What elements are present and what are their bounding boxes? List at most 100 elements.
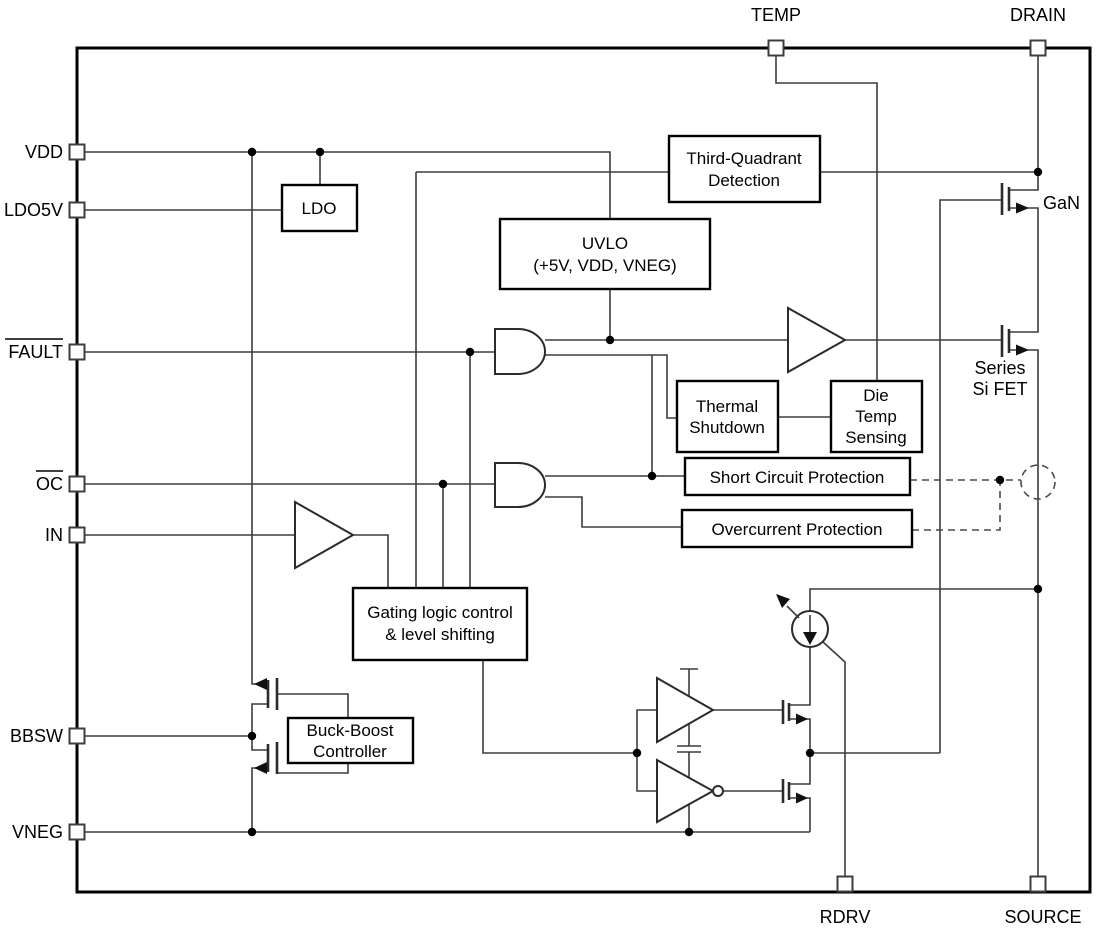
current-sense-circle — [1020, 464, 1056, 500]
wire-fault-gate-out2 — [545, 354, 677, 419]
current-source-adjust-line — [786, 605, 800, 619]
wire-gan-gate — [939, 199, 1002, 753]
current-source-adjust-arrow-icon — [776, 594, 790, 608]
pin-drain — [1029, 39, 1047, 57]
wire-current-source-bottom — [789, 647, 811, 706]
third-quadrant-label-1: Third-Quadrant — [686, 149, 802, 168]
overcurrent-label: Overcurrent Protection — [711, 520, 882, 539]
wire-lower-nmos-drain — [789, 753, 811, 785]
gan-label: GaN — [1043, 193, 1080, 213]
wire-rdrv — [822, 641, 846, 884]
pins — [68, 39, 1047, 893]
series-si-fet-symbol — [1000, 325, 1011, 357]
thermal-shutdown-label-2: Shutdown — [689, 418, 765, 437]
third-quadrant-label-2: Detection — [708, 171, 780, 190]
lower-nmos-symbol — [781, 779, 791, 803]
die-temp-label-3: Sensing — [845, 428, 906, 447]
gan-source-arrow-icon — [1016, 202, 1029, 214]
junction-dots — [247, 147, 1043, 837]
wires — [85, 56, 1039, 884]
wire-gan-drain-lead — [1009, 172, 1039, 191]
wire-upper-nmos-source — [789, 718, 811, 753]
wire-upper-tri-supply — [680, 668, 698, 696]
junction-dot-dashed-node — [995, 475, 1005, 485]
wire-buckboost-low — [251, 767, 268, 832]
uvlo-label-2: (+5V, VDD, VNEG) — [533, 256, 676, 275]
third-quadrant-block — [667, 134, 822, 204]
junction-dot — [438, 479, 448, 489]
short-circuit-block — [683, 456, 912, 497]
lower-nmos-arrow-icon — [796, 792, 808, 804]
function-blocks: LDO Third-Quadrant Detection UVLO (+5V, … — [280, 134, 924, 765]
pin-label-bbsw: BBSW — [10, 726, 63, 746]
chip-border — [75, 46, 1092, 894]
junction-dot — [1033, 167, 1043, 177]
buck-boost-block — [286, 716, 415, 765]
in-buffer — [294, 500, 356, 570]
wire-current-source-top — [809, 588, 1038, 611]
pin-bbsw — [68, 727, 86, 745]
ldo-block — [280, 183, 359, 233]
junction-dot — [647, 471, 657, 481]
inverter-bubble — [712, 785, 724, 797]
pin-source — [1029, 875, 1047, 893]
junction-dot — [247, 731, 257, 741]
pin-label-in: IN — [45, 525, 63, 545]
gan-fet-symbol — [1000, 183, 1011, 215]
pin-label-drain: DRAIN — [1010, 5, 1066, 25]
gating-logic-label-1: Gating logic control — [367, 603, 513, 622]
wire-in-buffer-out — [353, 534, 389, 588]
wire-gan-source-si-drain — [1009, 207, 1039, 333]
lower-driver-inverter — [656, 758, 716, 824]
junction-dot — [465, 347, 475, 357]
pin-labels: VDD LDO5V FAULT OC IN BBSW VNEG TEMP DRA… — [4, 5, 1082, 927]
pin-ldo5v — [68, 201, 86, 219]
si-source-arrow-icon — [1016, 344, 1029, 356]
pin-fault — [68, 343, 86, 361]
pin-rdrv — [836, 875, 854, 893]
junction-dot — [247, 827, 257, 837]
junction-dot — [247, 147, 257, 157]
junction-dot — [605, 335, 615, 345]
junction-dot — [632, 748, 642, 758]
wire-buckboost-mid — [251, 703, 268, 751]
pin-temp — [767, 39, 785, 57]
die-temp-label-2: Temp — [855, 407, 897, 426]
junction-dot — [1033, 584, 1043, 594]
pin-label-ldo5v: LDO5V — [4, 200, 63, 220]
buck-boost-label-1: Buck-Boost — [307, 721, 394, 740]
ldo-label: LDO — [302, 199, 337, 218]
bb-lower-arrow-icon — [254, 762, 267, 774]
uvlo-label-1: UVLO — [582, 234, 628, 253]
wire-vdd-buckboost-drop — [251, 152, 268, 685]
junction-dot — [315, 147, 325, 157]
fault-and-gate — [494, 328, 546, 375]
wire-ocp-sense-dashed — [912, 480, 1001, 531]
wire-gating-to-drivers — [482, 660, 637, 754]
pin-label-rdrv: RDRV — [820, 907, 871, 927]
wire-cap-link — [677, 724, 701, 777]
oc-and-gate — [494, 462, 546, 508]
series-fet-label-2: Si FET — [972, 379, 1027, 399]
pin-in — [68, 526, 86, 544]
junction-dot — [805, 748, 815, 758]
series-fet-label-1: Series — [974, 358, 1025, 378]
overcurrent-block — [680, 508, 914, 549]
pin-label-vneg: VNEG — [12, 822, 63, 842]
bb-upper-arrow-icon — [254, 678, 267, 690]
wire-lower-nmos-source — [789, 797, 811, 832]
pin-label-oc: OC — [36, 474, 63, 494]
uvlo-block — [498, 217, 712, 291]
gating-logic-block — [351, 586, 529, 662]
short-circuit-label: Short Circuit Protection — [710, 468, 885, 487]
pin-oc — [68, 475, 86, 493]
thermal-shutdown-block — [675, 379, 780, 454]
junction-dot — [684, 827, 694, 837]
buck-boost-label-2: Controller — [313, 742, 387, 761]
die-temp-label-1: Die — [863, 386, 889, 405]
upper-nmos-symbol — [781, 700, 791, 724]
pin-label-source: SOURCE — [1004, 907, 1081, 927]
wire-si-source-to-source-pin — [1009, 349, 1039, 884]
